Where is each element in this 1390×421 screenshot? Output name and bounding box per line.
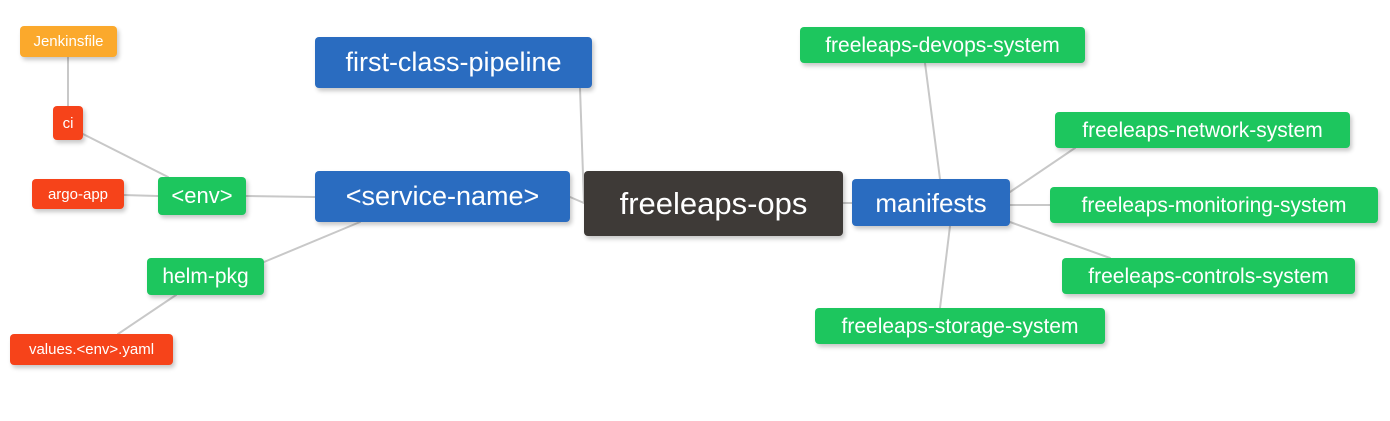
node-label-freeleaps-monitoring-system: freeleaps-monitoring-system bbox=[1081, 193, 1347, 217]
node-label-freeleaps-ops: freeleaps-ops bbox=[619, 186, 808, 221]
node-ci[interactable]: ci bbox=[53, 106, 83, 140]
edge-env-to-argo-app bbox=[123, 194, 159, 197]
edge-manifests-to-freeleaps-storage-system bbox=[939, 225, 951, 309]
node-argo-app[interactable]: argo-app bbox=[32, 179, 124, 209]
edge-manifests-to-freeleaps-controls-system bbox=[1009, 221, 1111, 259]
node-values-env-yaml[interactable]: values.<env>.yaml bbox=[10, 334, 173, 365]
node-label-freeleaps-devops-system: freeleaps-devops-system bbox=[825, 33, 1060, 57]
node-freeleaps-ops[interactable]: freeleaps-ops bbox=[584, 171, 843, 236]
node-freeleaps-devops-system[interactable]: freeleaps-devops-system bbox=[800, 27, 1085, 63]
node-service-name[interactable]: <service-name> bbox=[315, 171, 570, 222]
node-helm-pkg[interactable]: helm-pkg bbox=[147, 258, 264, 295]
edge-manifests-to-freeleaps-devops-system bbox=[924, 62, 941, 180]
edge-env-to-ci bbox=[82, 133, 169, 178]
edge-freeleaps-ops-to-service-name bbox=[569, 196, 585, 204]
node-label-manifests: manifests bbox=[875, 187, 987, 218]
node-label-freeleaps-controls-system: freeleaps-controls-system bbox=[1088, 264, 1329, 288]
node-label-ci: ci bbox=[62, 114, 74, 132]
node-freeleaps-storage-system[interactable]: freeleaps-storage-system bbox=[815, 308, 1105, 344]
node-label-freeleaps-network-system: freeleaps-network-system bbox=[1082, 118, 1323, 142]
node-manifests[interactable]: manifests bbox=[852, 179, 1010, 226]
node-label-first-class-pipeline: first-class-pipeline bbox=[345, 47, 562, 77]
node-label-freeleaps-storage-system: freeleaps-storage-system bbox=[841, 314, 1079, 338]
node-freeleaps-controls-system[interactable]: freeleaps-controls-system bbox=[1062, 258, 1355, 294]
node-label-argo-app: argo-app bbox=[47, 185, 109, 203]
node-first-class-pipeline[interactable]: first-class-pipeline bbox=[315, 37, 592, 88]
node-label-jenkinsfile: Jenkinsfile bbox=[33, 33, 104, 50]
node-label-service-name: <service-name> bbox=[345, 181, 540, 211]
node-jenkinsfile[interactable]: Jenkinsfile bbox=[20, 26, 117, 57]
node-label-helm-pkg: helm-pkg bbox=[162, 265, 249, 288]
node-freeleaps-monitoring-system[interactable]: freeleaps-monitoring-system bbox=[1050, 187, 1378, 223]
edge-helm-pkg-to-values-env-yaml bbox=[117, 294, 177, 335]
node-env[interactable]: <env> bbox=[158, 177, 246, 215]
edge-service-name-to-helm-pkg bbox=[263, 221, 361, 263]
edge-manifests-to-freeleaps-network-system bbox=[1009, 147, 1076, 193]
edge-service-name-to-env bbox=[245, 195, 316, 198]
node-freeleaps-network-system[interactable]: freeleaps-network-system bbox=[1055, 112, 1350, 148]
node-label-env: <env> bbox=[171, 183, 233, 208]
node-label-values-env-yaml: values.<env>.yaml bbox=[28, 341, 155, 358]
